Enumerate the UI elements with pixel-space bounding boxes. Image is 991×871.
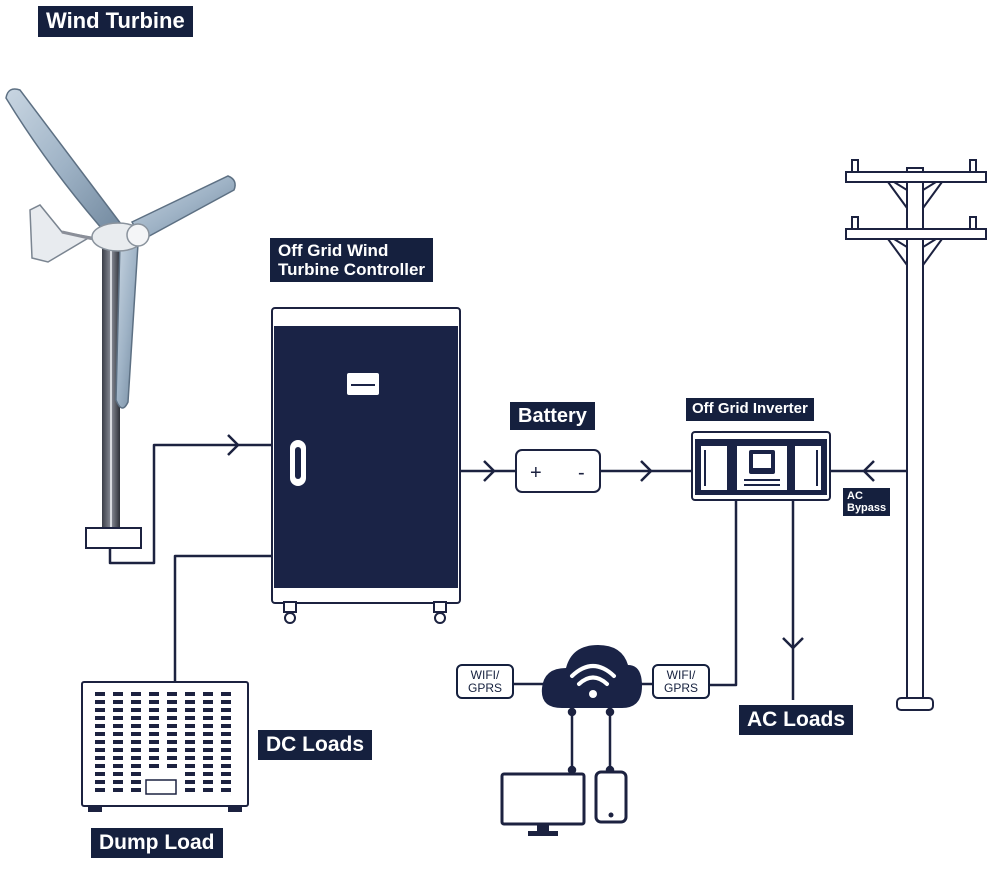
label-wind-turbine: Wind Turbine: [38, 6, 193, 37]
wifi-gprs-right-line2: GPRS: [663, 680, 698, 695]
battery-negative-terminal: -: [578, 462, 585, 484]
wind-turbine-icon: [5, 88, 236, 549]
arrow-battery-inverter: [640, 460, 653, 482]
wifi-gprs-right: WIFI/ GPRS: [652, 664, 710, 700]
smartphone-icon: [594, 770, 628, 824]
dump-load-icon: [81, 681, 249, 812]
wire-controller-to-dump-load: [173, 554, 272, 682]
wifi-gprs-left-line2: GPRS: [467, 680, 502, 695]
label-inverter-text: Off Grid Inverter: [692, 400, 808, 417]
label-ac-bypass-line1: AC: [847, 490, 863, 502]
utility-pole-icon: [845, 159, 987, 711]
arrow-turbine-controller: [227, 434, 240, 456]
label-controller: Off Grid Wind Turbine Controller: [270, 238, 434, 283]
label-inverter: Off Grid Inverter: [686, 398, 814, 421]
label-dump-load: Dump Load: [91, 828, 223, 858]
wifi-gprs-left-line1: WIFI/: [470, 668, 500, 682]
wifi-gprs-left: WIFI/ GPRS: [456, 664, 514, 700]
label-dump-load-text: Dump Load: [99, 831, 215, 854]
arrow-ac-loads: [782, 637, 804, 650]
inverter-icon: [691, 431, 831, 501]
wire-turbine-to-controller: [108, 443, 272, 565]
device-cables: [567, 707, 615, 775]
label-controller-line1: Off Grid Wind: [278, 241, 389, 260]
controller-cabinet-icon: [271, 307, 461, 624]
label-dc-loads: DC Loads: [258, 730, 373, 760]
label-ac-bypass-line2: Bypass: [847, 502, 887, 515]
label-controller-line2: Turbine Controller: [278, 260, 426, 280]
arrow-ac-bypass: [862, 460, 875, 482]
battery-positive-terminal: +: [530, 462, 542, 484]
label-battery: Battery: [510, 402, 595, 431]
label-wind-turbine-text: Wind Turbine: [46, 8, 185, 33]
battery-icon: + -: [515, 449, 601, 493]
label-battery-text: Battery: [518, 405, 587, 427]
label-ac-loads: AC Loads: [739, 705, 854, 735]
label-ac-bypass: AC Bypass: [843, 488, 891, 517]
label-dc-loads-text: DC Loads: [266, 733, 365, 756]
wire-inverter-to-wifi: [710, 500, 738, 687]
arrow-controller-battery: [483, 460, 496, 482]
cloud-wifi-icon: [541, 645, 642, 708]
monitor-icon: [500, 772, 586, 836]
label-ac-loads-text: AC Loads: [747, 708, 846, 731]
wifi-gprs-right-line1: WIFI/: [666, 668, 696, 682]
